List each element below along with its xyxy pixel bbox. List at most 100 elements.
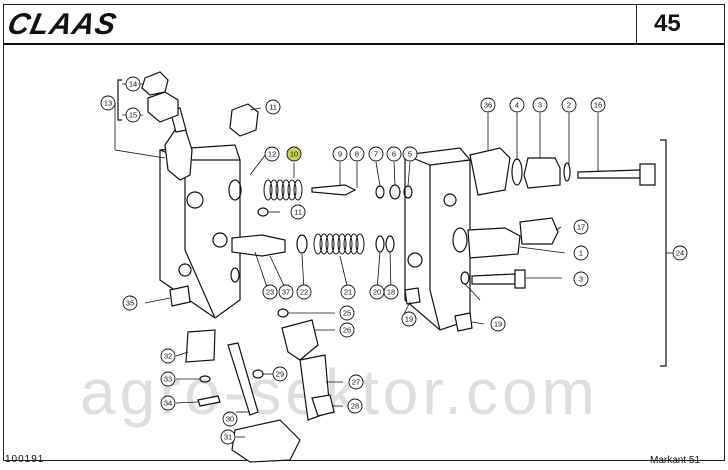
callout-5: 5 bbox=[402, 146, 418, 162]
callout-circle bbox=[125, 76, 141, 92]
callout-10: 10 bbox=[286, 146, 302, 162]
callout-37: 37 bbox=[278, 284, 294, 300]
callout-circle bbox=[347, 398, 363, 414]
callout-label: 9 bbox=[338, 150, 342, 159]
callout-circle bbox=[262, 284, 278, 300]
page-frame bbox=[3, 4, 725, 461]
callout-label: 16 bbox=[594, 101, 602, 110]
callout-35: 35 bbox=[122, 295, 138, 311]
callout-circle bbox=[349, 146, 365, 162]
callout-circle bbox=[573, 271, 589, 287]
callout-circle bbox=[532, 97, 548, 113]
callout-28: 28 bbox=[347, 398, 363, 414]
callout-label: 32 bbox=[164, 352, 172, 361]
callout-label: 35 bbox=[126, 299, 134, 308]
callout-11: 11 bbox=[290, 204, 306, 220]
callout-3: 3 bbox=[573, 271, 589, 287]
callout-29: 29 bbox=[272, 366, 288, 382]
callout-11: 11 bbox=[265, 99, 281, 115]
callout-circle bbox=[125, 107, 141, 123]
callout-label: 15 bbox=[129, 111, 137, 120]
callout-circle bbox=[296, 284, 312, 300]
callout-circle bbox=[100, 95, 116, 111]
callout-label: 24 bbox=[676, 249, 684, 258]
callout-label: 28 bbox=[351, 402, 359, 411]
callout-circle bbox=[160, 371, 176, 387]
callout-33: 33 bbox=[160, 371, 176, 387]
callout-14: 14 bbox=[125, 76, 141, 92]
callout-circle bbox=[672, 245, 688, 261]
callout-circle bbox=[332, 146, 348, 162]
callout-label: 20 bbox=[373, 288, 381, 297]
callout-36: 36 bbox=[480, 97, 496, 113]
callout-label: 26 bbox=[343, 326, 351, 335]
callout-circle bbox=[160, 395, 176, 411]
callout-19: 19 bbox=[401, 311, 417, 327]
callout-circle bbox=[272, 366, 288, 382]
callout-25: 25 bbox=[339, 305, 355, 321]
callout-circle bbox=[590, 97, 606, 113]
callout-circle bbox=[265, 99, 281, 115]
callout-18: 18 bbox=[383, 284, 399, 300]
callout-label: 22 bbox=[300, 288, 308, 297]
watermark: agro-sektor.com bbox=[80, 356, 599, 428]
callout-circle bbox=[573, 219, 589, 235]
callout-circle bbox=[220, 429, 236, 445]
callout-circle bbox=[340, 284, 356, 300]
callout-32: 32 bbox=[160, 348, 176, 364]
callout-circle bbox=[561, 97, 577, 113]
callout-circle bbox=[383, 284, 399, 300]
callout-21: 21 bbox=[340, 284, 356, 300]
callout-circle bbox=[339, 305, 355, 321]
callout-label: 34 bbox=[164, 399, 172, 408]
callout-label: 14 bbox=[129, 80, 137, 89]
callout-12: 12 bbox=[264, 146, 280, 162]
callout-20: 20 bbox=[369, 284, 385, 300]
callout-circle bbox=[122, 295, 138, 311]
page-number: 45 bbox=[654, 10, 681, 37]
callout-24: 24 bbox=[672, 245, 688, 261]
callout-label: 33 bbox=[164, 375, 172, 384]
footer-title: Markant 51 bbox=[650, 455, 701, 466]
callout-34: 34 bbox=[160, 395, 176, 411]
callout-15: 15 bbox=[125, 107, 141, 123]
callout-label: 7 bbox=[374, 150, 378, 159]
callout-circle bbox=[160, 348, 176, 364]
callout-circle bbox=[286, 146, 302, 162]
callout-label: 27 bbox=[352, 378, 360, 387]
callout-circle bbox=[290, 204, 306, 220]
callout-label: 37 bbox=[282, 288, 290, 297]
callout-circle bbox=[278, 284, 294, 300]
callout-label: 17 bbox=[577, 223, 585, 232]
callout-circle bbox=[264, 146, 280, 162]
callout-13: 13 bbox=[100, 95, 116, 111]
callout-1: 1 bbox=[573, 245, 589, 261]
callout-circle bbox=[222, 411, 238, 427]
callout-circle bbox=[509, 97, 525, 113]
callout-label: 31 bbox=[224, 433, 232, 442]
callout-circle bbox=[339, 322, 355, 338]
callout-label: 19 bbox=[494, 320, 502, 329]
callout-31: 31 bbox=[220, 429, 236, 445]
callout-16: 16 bbox=[590, 97, 606, 113]
callout-26: 26 bbox=[339, 322, 355, 338]
callout-label: 6 bbox=[392, 150, 396, 159]
callout-circle bbox=[490, 316, 506, 332]
callout-label: 10 bbox=[290, 150, 298, 159]
callout-19: 19 bbox=[490, 316, 506, 332]
header-divider bbox=[3, 43, 725, 45]
callout-label: 23 bbox=[266, 288, 274, 297]
valve-block-left bbox=[159, 144, 241, 319]
callout-8: 8 bbox=[349, 146, 365, 162]
callout-label: 3 bbox=[579, 275, 583, 284]
header-vertical-divider bbox=[636, 4, 637, 44]
callout-label: 2 bbox=[567, 101, 571, 110]
callout-circle bbox=[348, 374, 364, 390]
callout-circle bbox=[386, 146, 402, 162]
callout-label: 5 bbox=[408, 150, 412, 159]
callout-9: 9 bbox=[332, 146, 348, 162]
callout-23: 23 bbox=[262, 284, 278, 300]
callout-label: 30 bbox=[226, 415, 234, 424]
callout-label: 8 bbox=[355, 150, 359, 159]
